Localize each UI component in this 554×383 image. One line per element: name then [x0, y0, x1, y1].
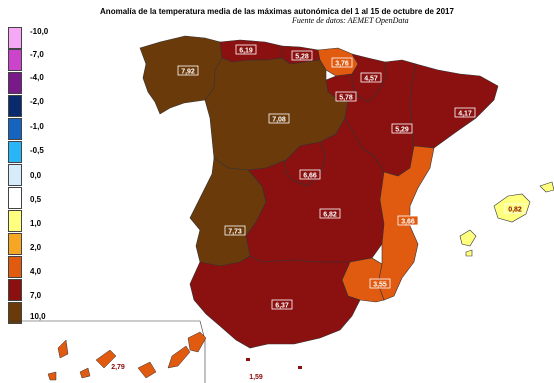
- region-canarias-east[interactable]: [187, 331, 207, 353]
- canarias-inset-frame: [10, 320, 206, 383]
- value-cataluna: 4,17: [458, 111, 472, 118]
- legend-swatch: [8, 27, 22, 49]
- region-canarias-tenerife[interactable]: [95, 349, 117, 369]
- legend-swatch: [8, 256, 22, 278]
- label-murcia: 3,55: [369, 278, 391, 289]
- label-galicia: 7,92: [177, 65, 199, 76]
- legend-tick: 2,0: [30, 243, 42, 252]
- legend-swatch: [8, 72, 22, 94]
- region-baleares-formentera[interactable]: [465, 249, 473, 257]
- value-castilla-leon: 7,08: [272, 117, 286, 124]
- value-navarra: 4,57: [364, 76, 378, 83]
- legend-tick: -7,0: [30, 50, 44, 59]
- legend-tick: 0,0: [30, 171, 42, 180]
- value-baleares: 0,82: [508, 207, 522, 214]
- region-canarias-gomera[interactable]: [79, 367, 91, 379]
- region-baleares-menorca[interactable]: [539, 181, 554, 193]
- color-legend: -10,0 -7,0 -4,0 -2,0 -1,0 -0,5 0,0 0,5 1…: [8, 27, 68, 324]
- value-canarias: 2,79: [111, 364, 125, 371]
- legend-swatch: [8, 187, 22, 209]
- label-valencia: 3,66: [397, 215, 419, 226]
- region-canarias-hierro[interactable]: [47, 371, 57, 381]
- label-baleares: 0,82: [504, 203, 526, 214]
- legend-swatch: [8, 164, 22, 186]
- legend-tick: -1,0: [30, 122, 44, 131]
- label-extremadura: 7,73: [224, 225, 246, 236]
- legend-swatch: [8, 279, 22, 301]
- label-madrid: 6,66: [299, 169, 321, 180]
- value-pais-vasco: 3,76: [335, 61, 349, 68]
- label-navarra: 4,57: [360, 72, 382, 83]
- region-canarias-la-palma[interactable]: [57, 339, 69, 359]
- value-galicia: 7,92: [181, 69, 195, 76]
- value-la-rioja: 5,78: [339, 95, 353, 102]
- value-valencia: 3,66: [401, 219, 415, 226]
- legend-swatch: [8, 118, 22, 140]
- value-murcia: 3,55: [373, 282, 387, 289]
- legend-tick: -2,0: [30, 97, 44, 106]
- label-castilla-la-mancha: 6,82: [319, 208, 341, 219]
- legend-tick: -10,0: [30, 27, 49, 36]
- legend-tick: 0,5: [30, 195, 42, 204]
- region-canarias-gran-canaria[interactable]: [137, 361, 157, 379]
- legend-tick: 7,0: [30, 291, 42, 300]
- region-canarias-fuerteventura[interactable]: [167, 345, 191, 369]
- legend-swatch: [8, 233, 22, 255]
- value-castilla-la-mancha: 6,82: [323, 212, 337, 219]
- label-asturias: 6,19: [235, 44, 257, 55]
- label-pais-vasco: 3,76: [331, 57, 353, 68]
- label-andalucia: 6,37: [271, 299, 293, 310]
- legend-tick: 1,0: [30, 219, 42, 228]
- legend-tick: 10,0: [30, 312, 46, 321]
- region-melilla[interactable]: [298, 366, 302, 369]
- value-extremadura: 7,73: [228, 229, 242, 236]
- region-baleares-ibiza[interactable]: [459, 229, 477, 247]
- legend-tick: 4,0: [30, 267, 42, 276]
- label-cantabria: 5,28: [291, 50, 313, 61]
- region-cataluna[interactable]: [409, 63, 499, 149]
- legend-swatch: [8, 95, 22, 117]
- map-title: Anomalía de la temperatura media de las …: [100, 7, 454, 16]
- legend-swatch: [8, 210, 22, 232]
- label-castilla-leon: 7,08: [268, 113, 290, 124]
- value-aragon: 5,29: [395, 127, 409, 134]
- legend-swatch: [8, 302, 22, 324]
- legend-swatch: [8, 49, 22, 71]
- label-aragon: 5,29: [391, 123, 413, 134]
- value-asturias: 6,19: [239, 48, 253, 55]
- label-cataluna: 4,17: [454, 107, 476, 118]
- value-cantabria: 5,28: [295, 54, 309, 61]
- map-subtitle: Fuente de datos: AEMET OpenData: [292, 16, 409, 25]
- value-andalucia: 6,37: [275, 303, 289, 310]
- region-ceuta[interactable]: [246, 358, 250, 361]
- legend-swatch: [8, 141, 22, 163]
- label-la-rioja: 5,78: [335, 91, 357, 102]
- value-ceuta-melilla: 1,59: [249, 374, 263, 381]
- legend-tick: -4,0: [30, 73, 44, 82]
- value-madrid: 6,66: [303, 173, 317, 180]
- legend-tick: -0,5: [30, 146, 44, 155]
